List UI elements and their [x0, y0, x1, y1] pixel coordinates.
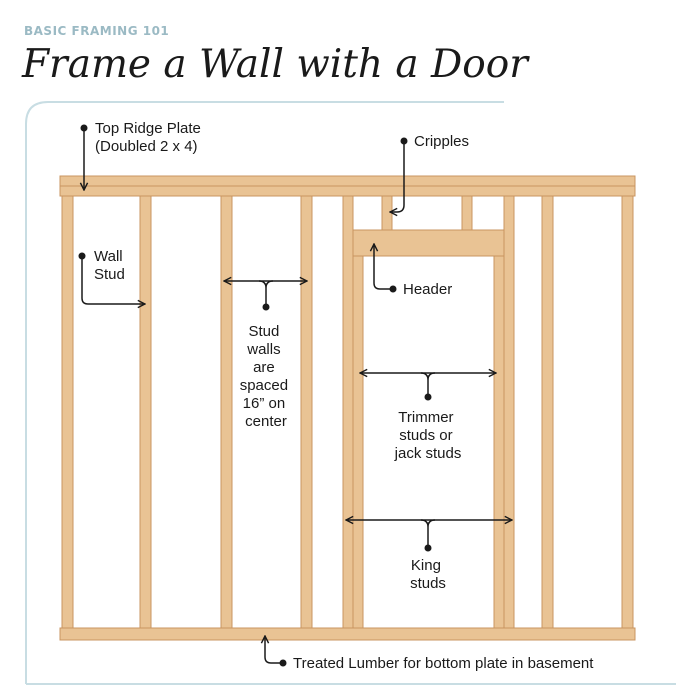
door-header: [352, 229, 505, 257]
stud: [300, 195, 313, 629]
stud: [621, 195, 634, 629]
callout-bottom-plate: [265, 636, 283, 664]
decorative-border: [25, 101, 676, 685]
label-spacing: Stud walls are spaced 16” on center: [240, 323, 293, 430]
stud: [220, 195, 233, 629]
label-trimmer-studs: Trimmer studs or jack studs: [394, 409, 462, 462]
label-top-plate: Top Ridge Plate (Doubled 2 x 4): [95, 120, 205, 155]
wall-studs: [61, 195, 634, 629]
king-stud: [342, 195, 354, 629]
cripple-stud: [381, 195, 393, 231]
callout-wall-stud: [81, 256, 145, 304]
callout-header: [374, 244, 393, 290]
king-stud: [503, 195, 515, 629]
page-title: Frame a Wall with a Door: [22, 42, 528, 87]
callout-dot: [424, 544, 432, 552]
cripple-studs: [381, 195, 473, 231]
callout-dot: [424, 393, 432, 401]
trimmer-stud: [352, 255, 364, 629]
trimmer-stud: [493, 255, 505, 629]
label-cripples: Cripples: [414, 133, 469, 150]
label-king-studs: King studs: [410, 557, 446, 592]
label-header: Header: [403, 281, 452, 298]
stud: [61, 195, 74, 629]
stud: [541, 195, 554, 629]
trimmer-studs: [352, 255, 505, 629]
top-plate: [59, 175, 636, 197]
label-bottom-plate: Treated Lumber for bottom plate in basem…: [293, 655, 594, 672]
bottom-plate: [59, 627, 636, 641]
callout-dot: [262, 303, 270, 311]
callout-cripples: [390, 141, 405, 212]
label-wall-stud: Wall Stud: [94, 248, 127, 283]
stud: [139, 195, 152, 629]
kicker-text: BASIC FRAMING 101: [24, 24, 170, 38]
cripple-stud: [461, 195, 473, 231]
